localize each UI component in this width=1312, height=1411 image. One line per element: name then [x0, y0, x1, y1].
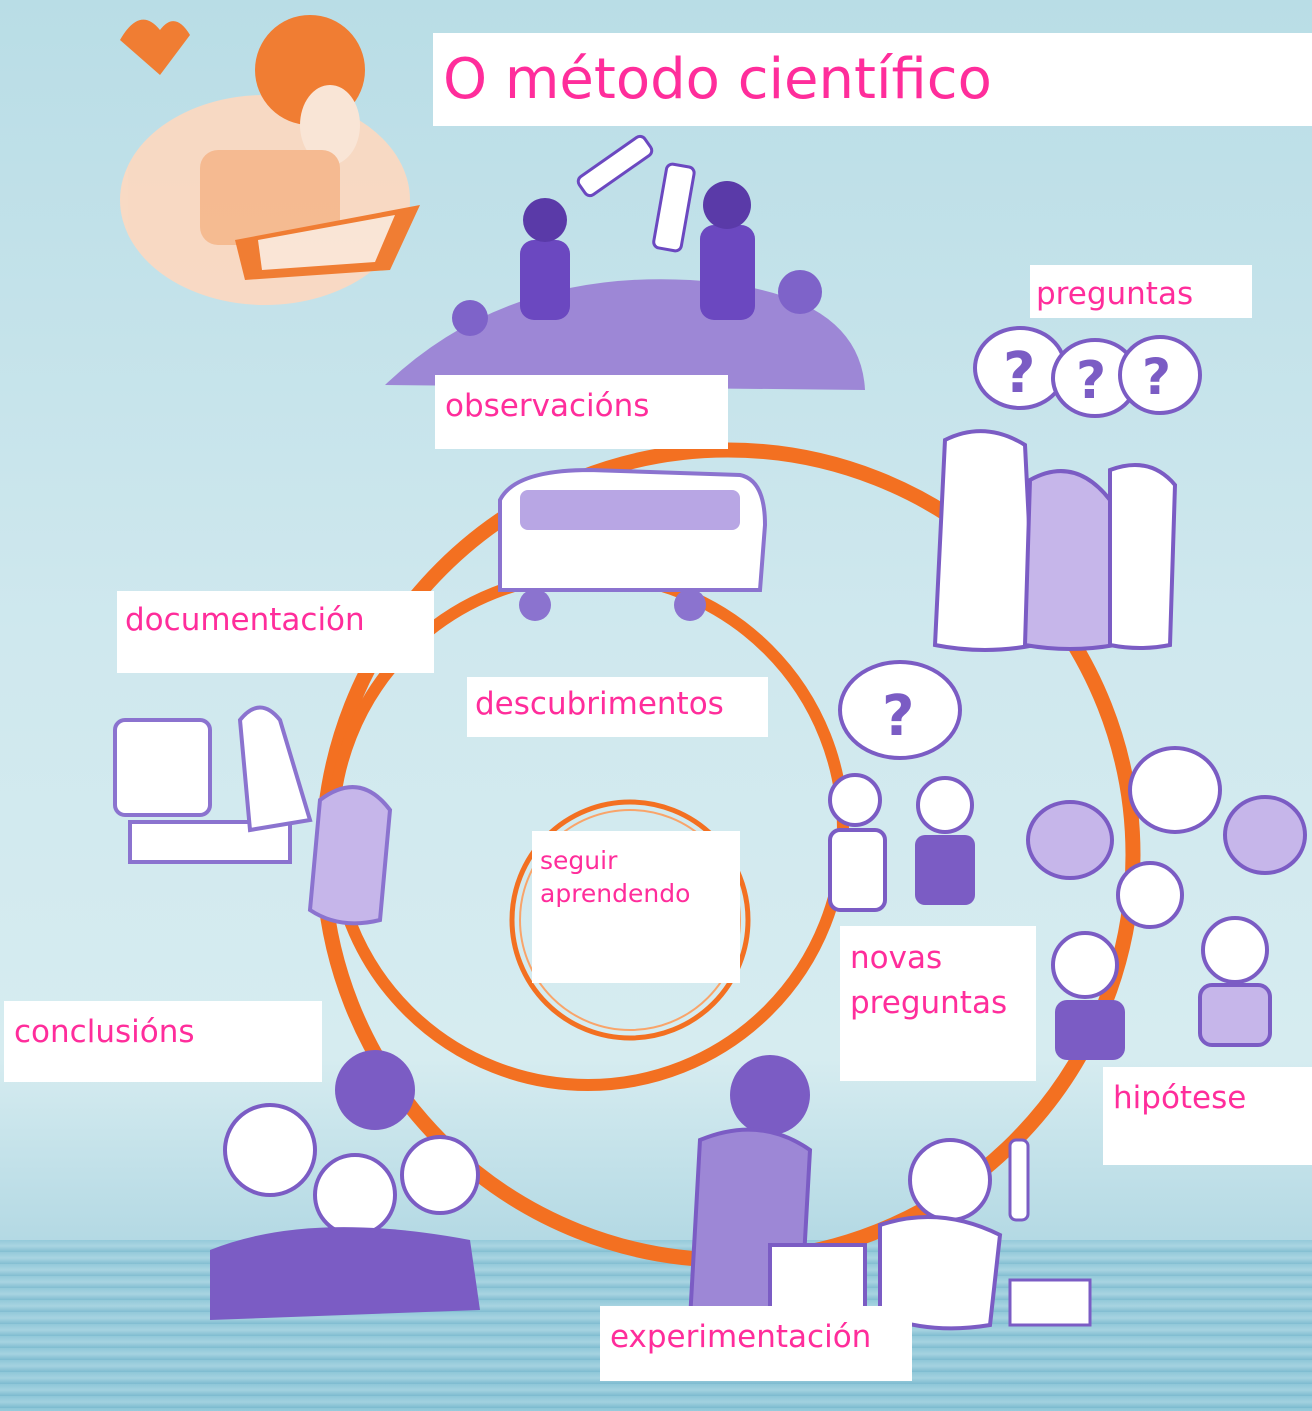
- new-questions-illustration: ?: [828, 660, 975, 912]
- label-seguir-line2: aprendendo: [540, 878, 691, 908]
- svg-text:?: ?: [882, 684, 914, 749]
- van-illustration: [498, 467, 768, 621]
- observation-illustration: [385, 134, 865, 390]
- questions-illustration: ? ? ?: [932, 326, 1202, 652]
- label-seguir-line1: seguir: [540, 846, 618, 875]
- label-documentacion: documentación: [117, 591, 434, 673]
- label-preguntas: preguntas: [1030, 265, 1252, 318]
- scientist-illustration: [120, 15, 420, 305]
- label-hipotese: hipótese: [1103, 1067, 1312, 1165]
- label-novas-line1: novas: [850, 940, 943, 976]
- label-novas-line2: preguntas: [850, 984, 1008, 1021]
- experimentation-illustration: [687, 1055, 1092, 1336]
- label-observacions: observacións: [435, 375, 728, 449]
- label-novas-preguntas: novas preguntas: [840, 926, 1036, 1081]
- label-conclusions: conclusións: [4, 1001, 322, 1082]
- svg-text:?: ?: [1076, 351, 1106, 411]
- label-seguir-aprendendo: seguir aprendendo: [532, 831, 740, 983]
- conclusions-illustration: [210, 1050, 480, 1320]
- label-descubrimentos: descubrimentos: [467, 677, 768, 737]
- hypothesis-illustration: [1026, 746, 1307, 1060]
- documentation-illustration: [113, 705, 393, 926]
- center-ring: [509, 799, 751, 1041]
- diagram-title: O método científico: [433, 33, 1312, 126]
- svg-text:?: ?: [1142, 348, 1171, 406]
- center-ring-inner: [519, 809, 741, 1031]
- svg-text:?: ?: [1003, 341, 1035, 406]
- label-experimentacion: experimentación: [600, 1306, 912, 1381]
